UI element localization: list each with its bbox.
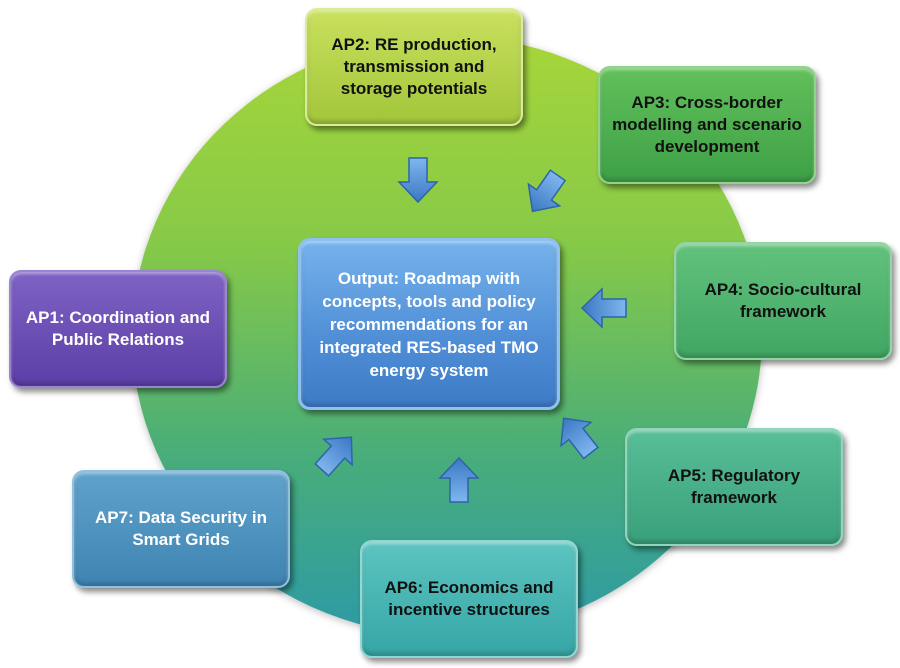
ap5-regulatory-box: AP5: Regulatory framework bbox=[625, 428, 843, 546]
ap2-re-production-box: AP2: RE production, transmission and sto… bbox=[305, 8, 523, 126]
ap3-label: AP3: Cross-border modelling and scenario… bbox=[612, 93, 802, 156]
ap7-label: AP7: Data Security in Smart Grids bbox=[95, 508, 267, 549]
ap2-label: AP2: RE production, transmission and sto… bbox=[331, 35, 497, 98]
ap4-label: AP4: Socio-cultural framework bbox=[704, 280, 862, 321]
ap4-socio-cultural-box: AP4: Socio-cultural framework bbox=[674, 242, 892, 360]
ap1-coordination-box: AP1: Coordination and Public Relations bbox=[9, 270, 227, 388]
ap5-label: AP5: Regulatory framework bbox=[667, 466, 801, 507]
output-roadmap-box: Output: Roadmap with concepts, tools and… bbox=[298, 238, 560, 410]
ap6-label: AP6: Economics and incentive structures bbox=[384, 578, 554, 619]
ap7-data-security-box: AP7: Data Security in Smart Grids bbox=[72, 470, 290, 588]
ap6-economics-box: AP6: Economics and incentive structures bbox=[360, 540, 578, 658]
output-roadmap-label: Output: Roadmap with concepts, tools and… bbox=[319, 268, 539, 380]
ap3-modelling-box: AP3: Cross-border modelling and scenario… bbox=[598, 66, 816, 184]
ap1-label: AP1: Coordination and Public Relations bbox=[25, 308, 211, 349]
